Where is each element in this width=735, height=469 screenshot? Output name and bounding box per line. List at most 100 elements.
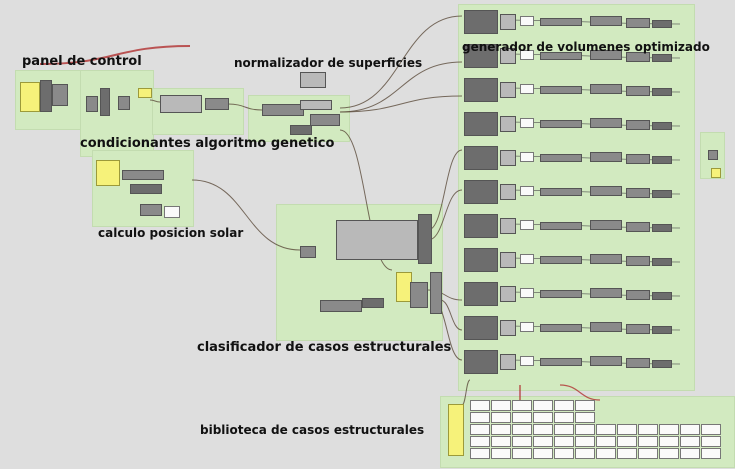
component-node[interactable] [652, 292, 672, 300]
library-case-item[interactable] [470, 448, 490, 459]
component-node[interactable] [500, 286, 516, 302]
component-node[interactable] [290, 125, 312, 135]
library-case-item[interactable] [554, 412, 574, 423]
component-node[interactable] [140, 204, 162, 216]
library-case-item[interactable] [554, 436, 574, 447]
library-case-item[interactable] [512, 436, 532, 447]
component-node[interactable] [590, 186, 622, 196]
component-node[interactable] [362, 298, 384, 308]
component-node[interactable] [500, 218, 516, 234]
component-node[interactable] [500, 48, 516, 64]
component-node[interactable] [500, 14, 516, 30]
component-node[interactable] [626, 52, 650, 62]
component-node[interactable] [520, 254, 534, 264]
component-node[interactable] [300, 246, 316, 258]
component-node[interactable] [310, 114, 340, 126]
row-input-cluster[interactable] [464, 180, 498, 204]
library-case-item[interactable] [659, 448, 679, 459]
component-node[interactable] [100, 88, 110, 116]
component-node[interactable] [652, 88, 672, 96]
library-case-item[interactable] [512, 424, 532, 435]
component-node[interactable] [500, 354, 516, 370]
component-node[interactable] [540, 52, 582, 60]
library-case-item[interactable] [554, 448, 574, 459]
component-node[interactable] [626, 324, 650, 334]
library-case-item[interactable] [554, 424, 574, 435]
library-case-item[interactable] [512, 400, 532, 411]
library-case-item[interactable] [533, 400, 553, 411]
row-input-cluster[interactable] [464, 282, 498, 306]
component-node[interactable] [652, 156, 672, 164]
library-case-item[interactable] [575, 448, 595, 459]
library-case-item[interactable] [575, 424, 595, 435]
library-case-item[interactable] [617, 424, 637, 435]
component-node[interactable] [520, 16, 534, 26]
component-node[interactable] [500, 184, 516, 200]
component-node[interactable] [590, 356, 622, 366]
component-node[interactable] [626, 222, 650, 232]
library-case-item[interactable] [491, 424, 511, 435]
component-node[interactable] [626, 188, 650, 198]
library-case-item[interactable] [575, 400, 595, 411]
library-case-item[interactable] [575, 412, 595, 423]
component-node[interactable] [626, 120, 650, 130]
panel-node[interactable] [96, 160, 120, 186]
component-node[interactable] [520, 356, 534, 366]
library-case-item[interactable] [491, 400, 511, 411]
library-case-item[interactable] [701, 424, 721, 435]
component-node[interactable] [540, 120, 582, 128]
panel-node[interactable] [164, 206, 180, 218]
library-case-item[interactable] [617, 436, 637, 447]
library-case-item[interactable] [638, 424, 658, 435]
row-input-cluster[interactable] [464, 78, 498, 102]
row-input-cluster[interactable] [464, 214, 498, 238]
library-case-item[interactable] [596, 448, 616, 459]
component-node[interactable] [500, 320, 516, 336]
library-case-item[interactable] [533, 436, 553, 447]
component-node[interactable] [300, 72, 326, 88]
component-node[interactable] [590, 84, 622, 94]
component-node[interactable] [520, 84, 534, 94]
panel-node[interactable] [711, 168, 721, 178]
library-case-item[interactable] [533, 424, 553, 435]
component-node[interactable] [590, 50, 622, 60]
library-case-item[interactable] [638, 436, 658, 447]
component-node[interactable] [52, 84, 68, 106]
component-node[interactable] [708, 150, 718, 160]
panel-node[interactable] [448, 404, 464, 456]
component-node[interactable] [652, 122, 672, 130]
library-case-item[interactable] [512, 448, 532, 459]
library-case-item[interactable] [617, 448, 637, 459]
library-case-item[interactable] [491, 436, 511, 447]
component-node[interactable] [500, 116, 516, 132]
component-node[interactable] [430, 272, 442, 314]
component-node[interactable] [500, 82, 516, 98]
component-node[interactable] [652, 20, 672, 28]
component-node[interactable] [130, 184, 162, 194]
library-case-item[interactable] [470, 400, 490, 411]
library-case-item[interactable] [680, 448, 700, 459]
component-node[interactable] [626, 18, 650, 28]
component-node[interactable] [520, 288, 534, 298]
component-node[interactable] [320, 300, 362, 312]
library-case-item[interactable] [596, 436, 616, 447]
component-node[interactable] [520, 152, 534, 162]
component-node[interactable] [626, 256, 650, 266]
library-case-item[interactable] [575, 436, 595, 447]
group-panel-extension[interactable] [80, 70, 154, 157]
component-node[interactable] [652, 326, 672, 334]
row-input-cluster[interactable] [464, 316, 498, 340]
library-case-item[interactable] [596, 424, 616, 435]
library-case-item[interactable] [701, 448, 721, 459]
component-node[interactable] [262, 104, 304, 116]
library-case-item[interactable] [680, 436, 700, 447]
library-case-item[interactable] [533, 448, 553, 459]
library-case-item[interactable] [659, 424, 679, 435]
component-node[interactable] [590, 118, 622, 128]
component-node[interactable] [652, 54, 672, 62]
component-node[interactable] [590, 16, 622, 26]
library-case-item[interactable] [554, 400, 574, 411]
component-node[interactable] [652, 360, 672, 368]
component-node[interactable] [590, 220, 622, 230]
